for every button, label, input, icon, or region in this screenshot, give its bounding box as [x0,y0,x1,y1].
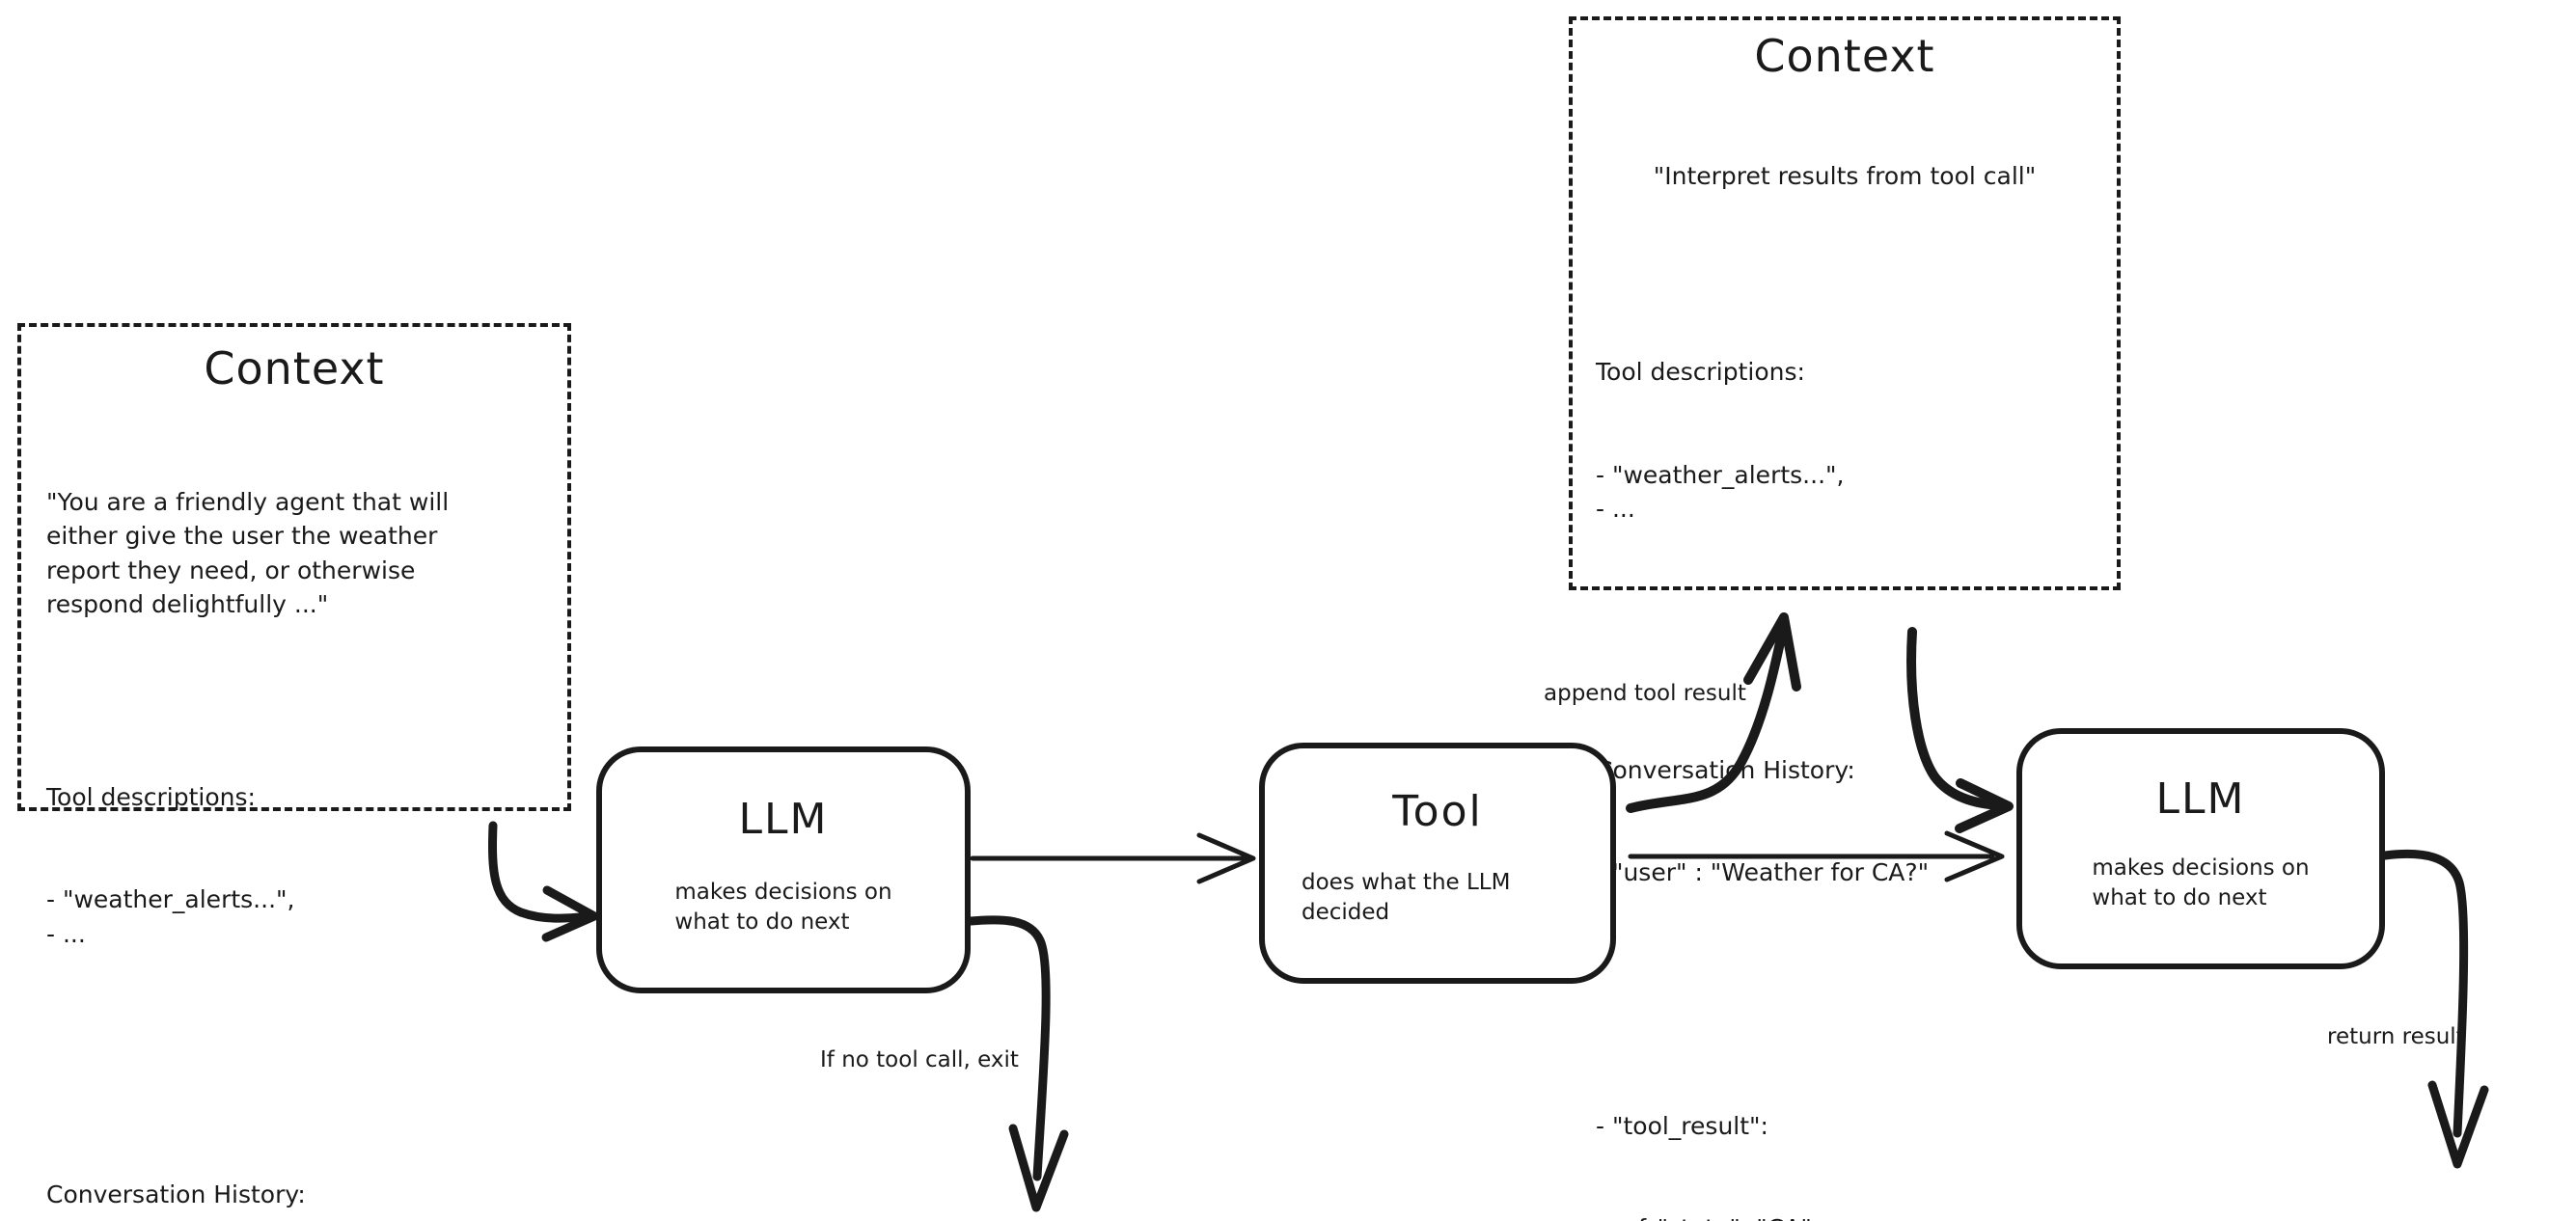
node-llm-right[interactable]: LLM makes decisions on what to do next [2016,728,2385,969]
context-left-tool-descriptions-heading: Tool descriptions: [46,782,256,811]
context-left-body: "You are a friendly agent that will eith… [46,417,542,1221]
edge-label-append-tool-result: append tool result [1544,681,1746,706]
arrow-return-result [2380,849,2489,1169]
context-right-tool-result: - "tool_result": { "state": "CA", [ { "r… [1596,1041,2094,1221]
node-llm-right-subtitle: makes decisions on what to do next [2092,855,2310,911]
context-left-system-prompt: "You are a friendly agent that will eith… [46,487,450,619]
context-right-system-prompt: "Interpret results from tool call" [1653,161,2037,190]
context-right-tool-result-lines: { "state": "CA", [ { "region": ... "desc… [1596,1211,2094,1221]
context-left-conversation-heading: Conversation History: [46,1180,306,1209]
context-right-title: Context [1754,30,1935,82]
node-tool-title: Tool [1392,787,1483,836]
context-right-conversation-heading: Conversation History: [1596,755,1855,784]
node-llm-left-subtitle: makes decisions on what to do next [674,880,892,936]
node-tool-subtitle: does what the LLM decided [1302,870,1511,926]
node-llm-left[interactable]: LLM makes decisions on what to do next [596,746,971,993]
context-box-right: Context "Interpret results from tool cal… [1569,16,2121,1221]
context-right-body: "Interpret results from tool call" Tool … [1596,91,2094,1221]
context-right-tool-descriptions: Tool descriptions: - "weather_alerts..."… [1596,286,2094,595]
context-right-tool-descriptions-items: - "weather_alerts...", - ... [1596,460,1845,524]
context-left-conversation: Conversation History: - "user" : "Weathe… [46,1109,542,1221]
node-llm-left-title: LLM [738,795,829,844]
node-llm-right-title: LLM [2155,774,2246,824]
context-right-tool-result-label: - "tool_result": [1596,1111,1768,1140]
context-box-left: Context "You are a friendly agent that w… [17,323,571,1208]
context-left-tool-descriptions-items: - "weather_alerts...", - ... [46,885,295,948]
context-left-title: Context [204,342,385,394]
arrow-llm-to-tool [970,832,1256,884]
edge-label-return-result: return result [2327,1024,2465,1049]
context-right-tool-descriptions-heading: Tool descriptions: [1596,358,1805,387]
node-tool[interactable]: Tool does what the LLM decided [1259,743,1616,984]
context-right-conversation: Conversation History: - "user" : "Weathe… [1596,685,2094,959]
edge-label-no-tool-call: If no tool call, exit [820,1047,1019,1072]
context-left-tool-descriptions: Tool descriptions: - "weather_alerts..."… [46,712,542,1020]
